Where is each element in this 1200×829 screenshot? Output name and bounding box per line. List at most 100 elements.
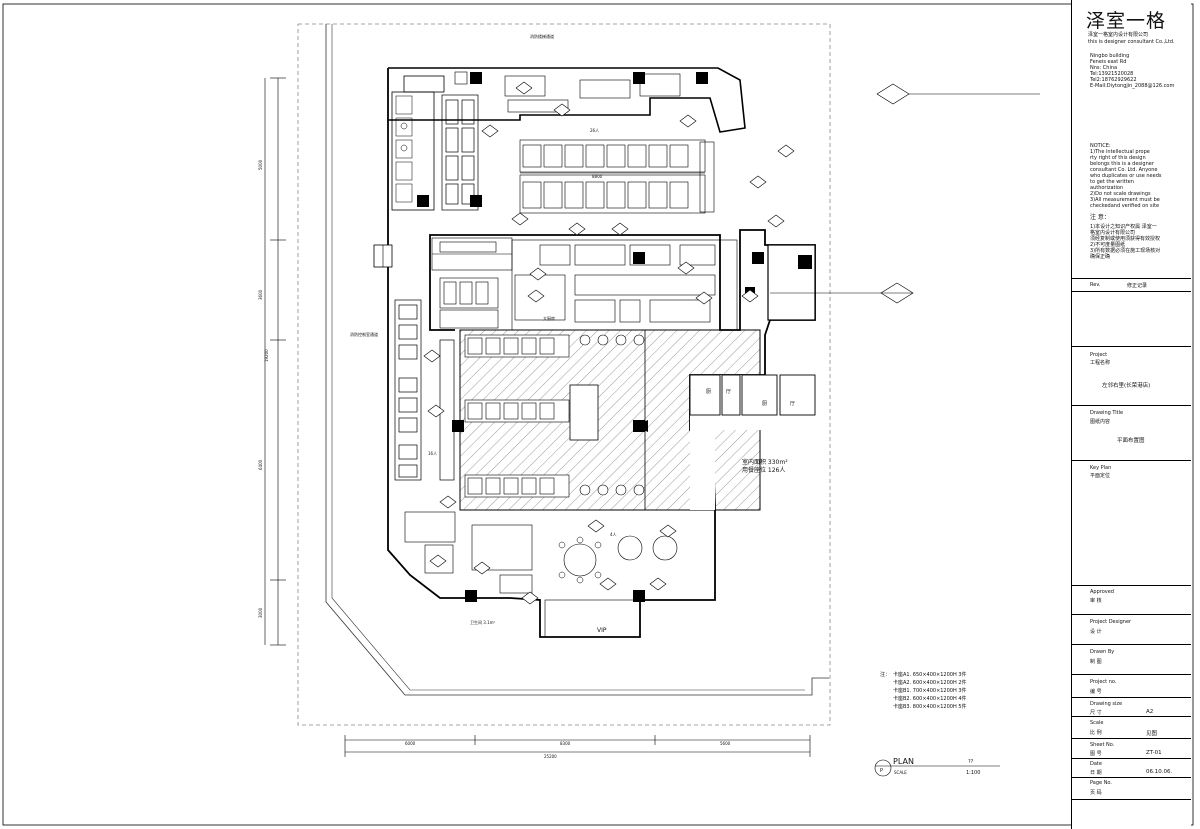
drawing-size-value: A2 [1146, 709, 1154, 715]
core-booths [464, 334, 645, 498]
left-dim-2: 3600 [258, 289, 263, 300]
drawing-size-label-cn: 尺 寸 [1090, 710, 1102, 716]
approved-label-en: Approved [1090, 589, 1114, 595]
vip-room-label: VIP [597, 627, 607, 634]
north-arrow [634, 420, 648, 432]
project-label: Project [1090, 352, 1108, 358]
plan-number: ?? [968, 759, 974, 765]
north-wall [388, 67, 746, 133]
mid-left-tables [439, 277, 499, 329]
bottom-dimension-line [344, 735, 811, 757]
notice-cn: 1)本设计之知识产权属 泽室一 格室内设计有限公司 须经复制或使用须获得有效授权… [1090, 224, 1161, 260]
site-road-line [325, 24, 829, 696]
seat-count-north: 26人 [590, 128, 599, 133]
area-note-1: 室内面积 330m² [742, 458, 788, 466]
site-boundary [297, 23, 831, 726]
total-dimension: 25200 [544, 754, 557, 759]
site-road-line-inner [331, 24, 805, 691]
west-road-label: 消防控制室通道 [350, 331, 378, 337]
key-plan-label: Key Plan [1090, 465, 1112, 471]
booth-note-3: 卡座B1. 700×400×1200H 3件 [893, 687, 967, 694]
page-no-label-cn: 页 码 [1090, 790, 1102, 796]
toilet-label: 卫生间 3.1m² [470, 619, 496, 625]
sheet-no-value: ZT-01 [1146, 750, 1162, 756]
room-label-3: 厨 [762, 401, 767, 407]
north-road-label: 消防楼梯通道 [530, 33, 554, 39]
rev-label: Rev. [1090, 282, 1101, 288]
booth-note-4: 卡座B2. 600×400×1200H 4件 [893, 695, 967, 702]
south-dining [404, 511, 678, 638]
date-label-cn: 日 期 [1090, 770, 1102, 776]
drawing-title: 平面布置图 [1117, 438, 1145, 444]
drawn-by-label-en: Drawn By [1090, 649, 1115, 655]
north-hall-tables [519, 139, 715, 214]
bottom-dim-1: 6000 [405, 741, 416, 746]
drawing-title-label-cn: 图纸内容 [1090, 419, 1111, 425]
scale-label-en: Scale [1090, 720, 1104, 726]
west-booths [394, 299, 455, 481]
east-rooms [689, 374, 816, 416]
date-label-en: Date [1090, 761, 1102, 767]
room-label-1: 厨 [706, 389, 711, 395]
sheet-no-label-cn: 图 号 [1090, 751, 1102, 757]
page-no-label-en: Page No. [1090, 780, 1112, 786]
north-booths [441, 94, 479, 211]
firm-name: 泽室一格 [1086, 10, 1167, 32]
notice-en: NOTICE: 1)The intellectual prope rty rig… [1090, 143, 1162, 209]
title-block: 泽室一格 泽室一格室内设计有限公司 this is designer consu… [1071, 0, 1191, 829]
plan-title: PLAN [893, 757, 914, 766]
contact-5: Tel2:18762929622 [1090, 77, 1137, 83]
key-plan-label-cn: 平面定位 [1090, 473, 1111, 479]
scale-value: 见图 [1146, 731, 1158, 737]
seat-count-south: 4人 [610, 532, 617, 537]
kitchen-label: 大厨房 [543, 315, 555, 321]
designer-label-cn: 设 计 [1090, 629, 1102, 635]
scale-label-cn: 比 例 [1090, 730, 1102, 736]
project-label-cn: 工程名称 [1090, 360, 1111, 366]
contact-1: Ningbo building [1090, 53, 1130, 59]
firm-name-sub: 泽室一格室内设计有限公司 [1088, 32, 1149, 38]
left-dim-1: 5000 [258, 159, 263, 170]
contact-2: Feneis east Rd [1090, 59, 1127, 65]
left-dimension-line [264, 77, 286, 646]
plan-scale: 1:100 [966, 770, 980, 776]
plan-marker: P [880, 768, 883, 774]
contact-3: Nns: China [1090, 65, 1118, 71]
drawing-size-label-en: Drawing size [1090, 701, 1123, 707]
seat-count-west: 16人 [428, 451, 437, 456]
plan-scale-label: SCALE [894, 770, 907, 775]
notice-cn-title: 注 意： [1090, 214, 1110, 221]
rev-note: 修正记录 [1127, 283, 1148, 289]
booth-note-1: 卡座A1. 650×400×1200H 3件 [893, 671, 967, 678]
structural-columns [417, 72, 812, 602]
elevation-markers [423, 81, 914, 605]
plan-label-symbol [874, 759, 1000, 777]
project-name: 左邻右里(长荣港店) [1102, 383, 1151, 389]
bottom-dim-2: 8300 [560, 741, 571, 746]
inner-dim-north: 8800 [592, 174, 603, 179]
left-dim-4: 3000 [258, 607, 263, 618]
kitchen-north [391, 91, 435, 211]
left-dim-total: 19200 [264, 349, 269, 362]
drawn-by-label-cn: 制 图 [1090, 659, 1102, 665]
date-value: 06.10.06. [1146, 769, 1173, 775]
central-kitchen [431, 237, 738, 331]
project-no-label-cn: 编 号 [1090, 689, 1102, 695]
booth-note-prefix: 注： [880, 671, 890, 678]
drawing-title-label: Drawing Title [1090, 410, 1124, 416]
sheet-border [2, 3, 1194, 826]
area-note-2: 用餐座位 126人 [742, 466, 785, 474]
designer-label-en: Project Designer [1090, 619, 1132, 625]
firm-name-en: this is designer consultant Co.,Ltd. [1088, 39, 1175, 45]
booth-note-2: 卡座A2. 600×400×1200H 2件 [893, 679, 967, 686]
left-dim-3: 6400 [258, 459, 263, 470]
approved-label-cn: 审 核 [1090, 598, 1102, 604]
project-no-label-en: Project no. [1090, 679, 1117, 685]
bottom-dim-3: 5600 [720, 741, 731, 746]
room-label-2: 厅 [726, 389, 731, 395]
booth-note-5: 卡座B3. 800×400×1200H 5件 [893, 703, 967, 710]
sheet-no-label-en: Sheet No. [1090, 742, 1115, 748]
contact-6: E-Mail:Diytongjin_2088@126.com [1090, 83, 1175, 89]
